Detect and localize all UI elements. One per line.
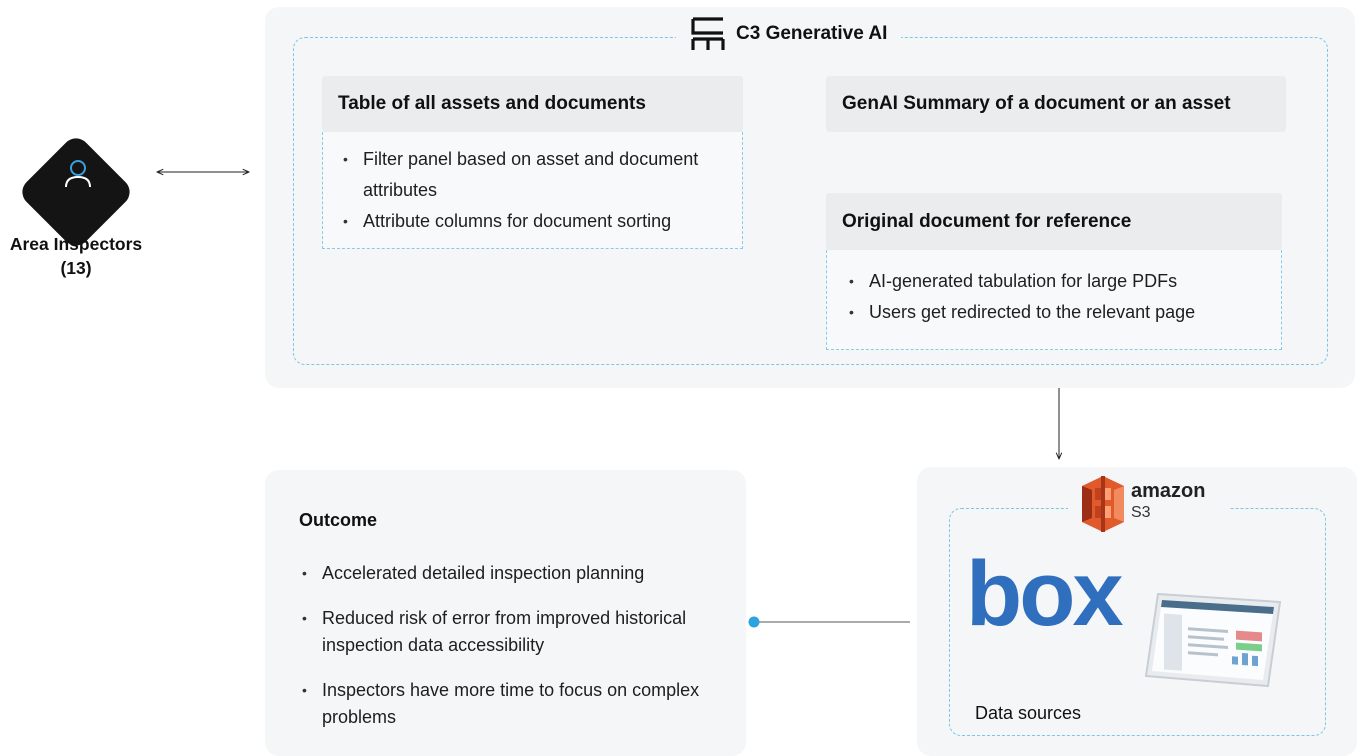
outcome-bullet-3: Inspectors have more time to focus on co… bbox=[300, 677, 740, 731]
outcome-list: Accelerated detailed inspection planning… bbox=[300, 560, 740, 749]
user-icon bbox=[65, 160, 91, 188]
original-box-header: Original document for reference bbox=[826, 193, 1282, 250]
outcome-bullet-1: Accelerated detailed inspection planning bbox=[300, 560, 740, 587]
original-box-title: Original document for reference bbox=[842, 210, 1132, 232]
amazon-s3-logo: amazon S3 bbox=[1068, 472, 1230, 536]
table-box-title: Table of all assets and documents bbox=[338, 93, 646, 114]
s3-bucket-icon bbox=[1082, 476, 1124, 532]
s3-text: S3 bbox=[1131, 504, 1151, 521]
outcome-title: Outcome bbox=[299, 510, 378, 530]
amazon-text: amazon bbox=[1131, 480, 1206, 502]
summary-box-title: GenAI Summary of a document or an asset bbox=[842, 93, 1231, 114]
table-bullet-2: Attribute columns for document sorting bbox=[341, 206, 728, 237]
outcome-bullet-2: Reduced risk of error from improved hist… bbox=[300, 605, 740, 659]
data-sources-label: Data sources bbox=[975, 703, 1082, 723]
brand-title: C3 Generative AI bbox=[736, 23, 888, 44]
outcome-dot bbox=[748, 616, 760, 628]
original-bullet-2: Users get redirected to the relevant pag… bbox=[847, 297, 1267, 328]
c3-logo-icon bbox=[691, 17, 725, 50]
actor-label: Area Inspectors (13) bbox=[9, 234, 143, 278]
original-box-body: AI-generated tabulation for large PDFs U… bbox=[826, 250, 1282, 350]
original-bullet-1: AI-generated tabulation for large PDFs bbox=[847, 266, 1267, 297]
tablet-dashboard-icon bbox=[1144, 592, 1282, 688]
table-box-header: Table of all assets and documents bbox=[322, 76, 743, 132]
table-box-body: Filter panel based on asset and document… bbox=[322, 132, 743, 249]
brand-header: C3 Generative AI bbox=[676, 14, 902, 54]
table-bullet-1: Filter panel based on asset and document… bbox=[341, 144, 728, 206]
summary-box-header: GenAI Summary of a document or an asset bbox=[826, 76, 1286, 132]
box-logo: box bbox=[966, 543, 1124, 645]
